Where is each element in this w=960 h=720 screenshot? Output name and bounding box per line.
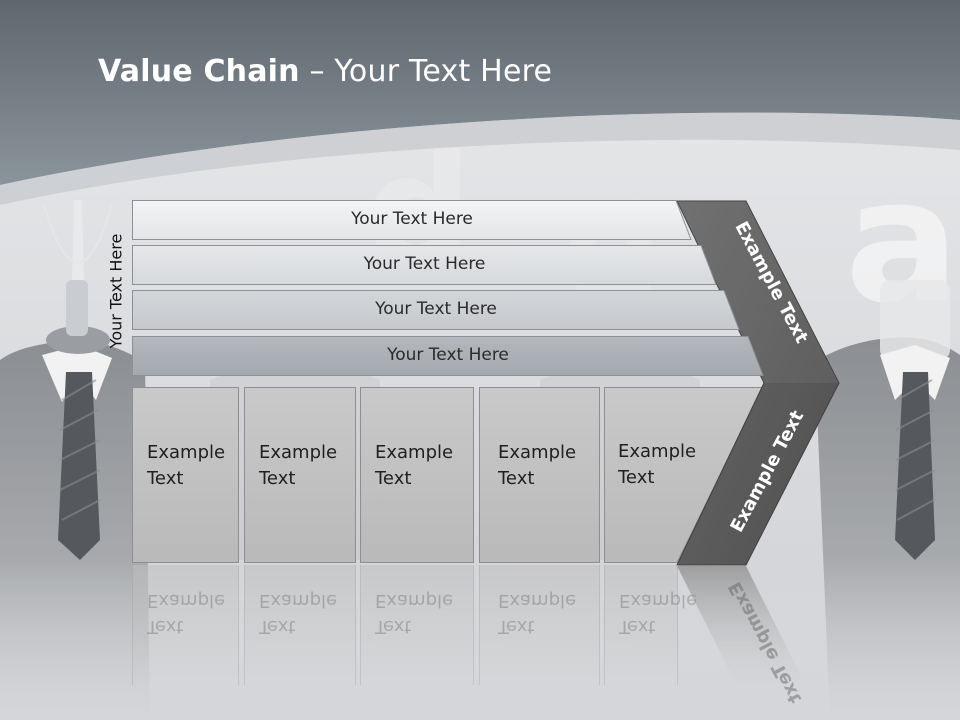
- activity-box-4-text: Example Text: [498, 440, 608, 492]
- support-bar-1[interactable]: Your Text Here: [132, 200, 692, 240]
- activity-box-5-text: Example Text: [618, 439, 696, 491]
- support-bar-4-label: Your Text Here: [387, 345, 509, 365]
- activity-box-3-line2: Text: [375, 468, 412, 489]
- support-bar-4[interactable]: Your Text Here: [132, 336, 764, 376]
- side-label: Your Text Here: [96, 226, 136, 356]
- support-bar-1-shape: [132, 200, 692, 240]
- activity-box-1-text: Example Text: [147, 440, 257, 492]
- activity-box-5[interactable]: Example Text: [604, 387, 764, 563]
- activity-box-1-line2: Text: [147, 468, 184, 489]
- activity-box-2-line1: Example: [259, 442, 338, 463]
- activity-box-4[interactable]: Example Text: [479, 387, 600, 563]
- support-bar-3[interactable]: Your Text Here: [132, 290, 740, 330]
- activity-box-4-line2: Text: [498, 468, 535, 489]
- support-bar-3-shape: [132, 290, 740, 330]
- activity-box-5-shape: [604, 387, 764, 563]
- activity-box-1-line1: Example: [147, 442, 226, 463]
- support-bar-1-label: Your Text Here: [351, 209, 473, 229]
- activity-box-1[interactable]: Example Text: [132, 387, 239, 563]
- activity-box-3-line1: Example: [375, 442, 454, 463]
- chevron-reflection: [677, 566, 815, 704]
- support-bar-2-label: Your Text Here: [363, 254, 486, 274]
- support-bar-3-label: Your Text Here: [375, 299, 497, 319]
- title-bold: Value Chain: [98, 54, 300, 89]
- slide-title: Value Chain – Your Text Here: [98, 54, 552, 89]
- activity-box-2-text: Example Text: [259, 440, 369, 492]
- activity-box-3[interactable]: Example Text: [360, 387, 474, 563]
- activity-box-5-line2: Text: [618, 467, 655, 488]
- support-bar-2-shape: [132, 245, 717, 285]
- support-bar-2[interactable]: Your Text Here: [132, 245, 717, 285]
- title-rest: – Your Text Here: [299, 54, 553, 89]
- activity-box-2-line2: Text: [259, 468, 296, 489]
- side-label-text: Your Text Here: [106, 233, 126, 349]
- activity-box-2[interactable]: Example Text: [244, 387, 356, 563]
- margin-chevron[interactable]: [676, 200, 842, 566]
- activity-box-4-line1: Example: [498, 442, 577, 463]
- activity-box-5-line1: Example: [618, 441, 697, 462]
- activity-box-3-text: Example Text: [375, 440, 485, 492]
- support-bar-4-shape: [132, 336, 764, 376]
